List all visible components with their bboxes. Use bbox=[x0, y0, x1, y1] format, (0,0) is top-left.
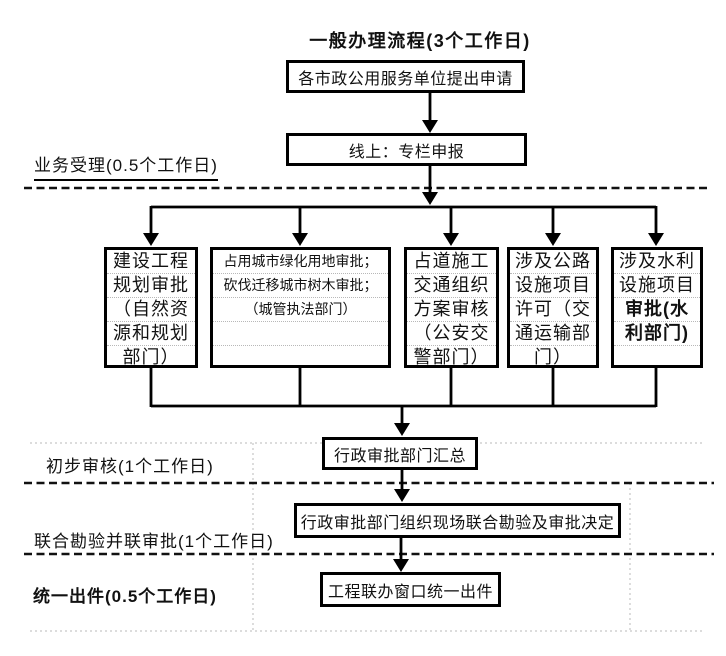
box-text-line: 涉及公路 bbox=[510, 250, 596, 274]
stage-label-joint-inspection: 联合勘验并联审批(1个工作日) bbox=[34, 532, 274, 551]
page-title: 一般办理流程(3个工作日) bbox=[309, 31, 531, 51]
box-text-line: 规划审批 bbox=[107, 274, 195, 298]
parallel-box-planning: 建设工程 规划审批 （自然资 源和规划 部门） bbox=[104, 247, 198, 368]
box-text-line: （公安交 bbox=[407, 322, 496, 346]
joint-inspection-box: 行政审批部门组织现场联合勘验及审批决定 bbox=[294, 503, 621, 538]
summary-box: 行政审批部门汇总 bbox=[322, 437, 478, 470]
parallel-box-highway: 涉及公路 设施项目 许可（交 通运输部 门） bbox=[507, 247, 599, 368]
apply-box: 各市政公用服务单位提出申请 bbox=[286, 60, 525, 93]
box-text-line: 许可（交 bbox=[510, 298, 596, 322]
stage-label-acceptance: 业务受理(0.5个工作日) bbox=[34, 154, 218, 181]
box-text-line: 利部门) bbox=[614, 322, 700, 346]
box-text-line: 砍伐迁移城市树木审批； bbox=[213, 274, 388, 298]
box-text-line: 通运输部 bbox=[510, 322, 596, 346]
stage-label-preliminary-review: 初步审核(1个工作日) bbox=[46, 457, 214, 476]
box-text-line: 设施项目 bbox=[614, 274, 700, 298]
box-text-line: 占道施工 bbox=[407, 250, 496, 274]
box-text-line: 部门） bbox=[122, 347, 180, 367]
box-text-line: 警部门） bbox=[413, 347, 490, 367]
arrowheads bbox=[143, 120, 664, 572]
box-text-line: 门） bbox=[534, 347, 572, 367]
box-text-line: 审批(水 bbox=[614, 298, 700, 322]
parallel-box-traffic: 占道施工 交通组织 方案审核 （公安交 警部门） bbox=[404, 247, 499, 368]
unified-issue-box: 工程联办窗口统一出件 bbox=[320, 572, 501, 607]
box-text-line: 方案审核 bbox=[407, 298, 496, 322]
connector-strokes bbox=[149, 93, 658, 560]
box-text-line: 建设工程 bbox=[107, 250, 195, 274]
parallel-box-greening: 占用城市绿化用地审批； 砍伐迁移城市树木审批； （城管执法部门） bbox=[210, 247, 391, 368]
box-text-line bbox=[614, 346, 700, 369]
box-text-line bbox=[213, 346, 388, 369]
joint-inspection-box-label: 行政审批部门组织现场联合勘验及审批决定 bbox=[300, 514, 615, 532]
box-text-line: （城管执法部门） bbox=[213, 298, 388, 322]
box-text-line: 交通组织 bbox=[407, 274, 496, 298]
apply-box-label: 各市政公用服务单位提出申请 bbox=[298, 70, 513, 88]
unified-issue-box-label: 工程联办窗口统一出件 bbox=[327, 583, 493, 601]
box-text-line: 设施项目 bbox=[510, 274, 596, 298]
stage-label-unified-issue: 统一出件(0.5个工作日) bbox=[33, 587, 217, 606]
summary-box-label: 行政审批部门汇总 bbox=[333, 447, 466, 465]
box-text-line: 源和规划 bbox=[107, 322, 195, 346]
box-text-line: 涉及水利 bbox=[614, 250, 700, 274]
box-text-line: 占用城市绿化用地审批； bbox=[213, 250, 388, 274]
online-declare-box-label: 线上：专栏申报 bbox=[348, 143, 465, 161]
box-text-line bbox=[213, 322, 388, 346]
stage-divider-lines bbox=[24, 186, 714, 556]
online-declare-box: 线上：专栏申报 bbox=[286, 133, 527, 166]
parallel-box-water: 涉及水利 设施项目 审批(水 利部门) bbox=[611, 247, 703, 368]
box-text-line: （自然资 bbox=[107, 298, 195, 322]
